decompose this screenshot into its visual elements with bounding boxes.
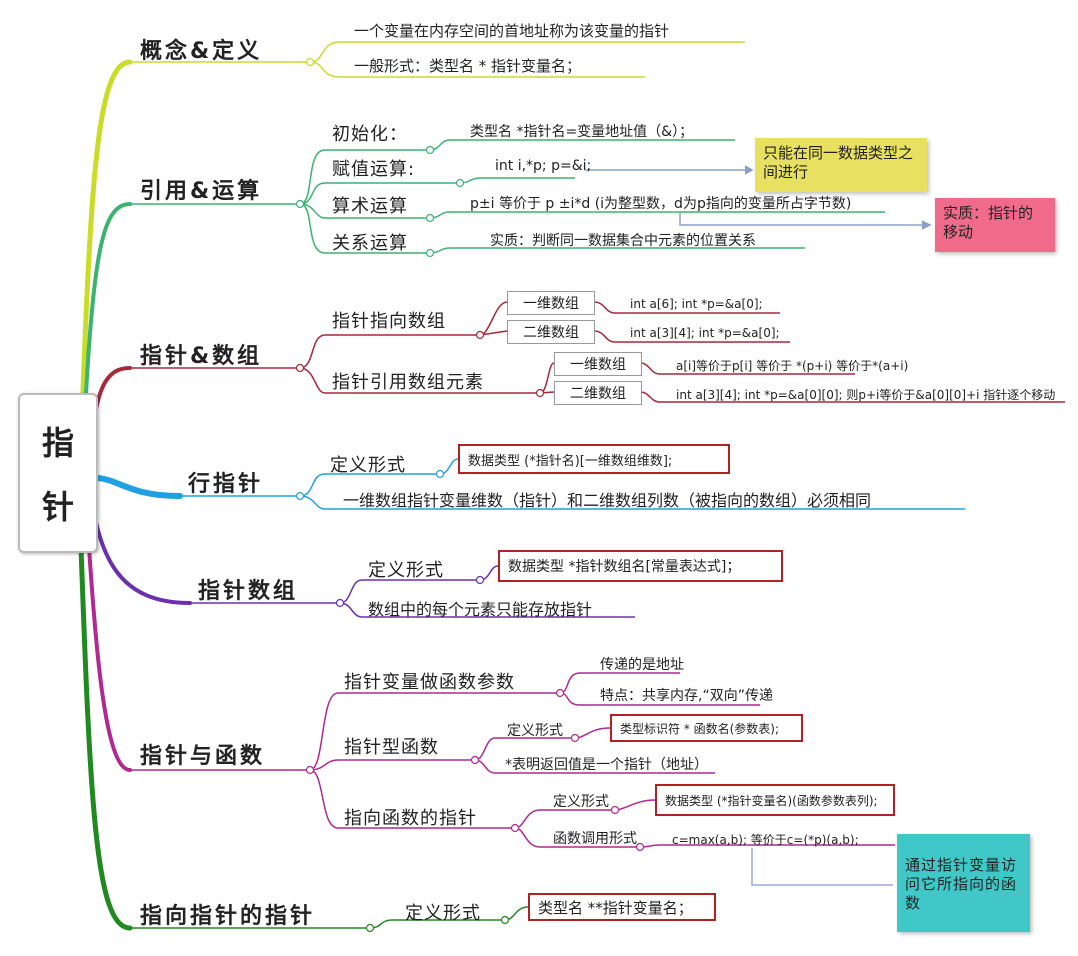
node-pointer-to-array[interactable]: 指针指向数组 [332, 311, 446, 332]
node-pointer-to-pointer[interactable]: 指向指针的指针 [140, 904, 316, 929]
note-arith[interactable]: 实质：指针的移动 [935, 198, 1055, 252]
box-ref-1d-array[interactable]: 一维数组 [554, 352, 642, 376]
row-def-value[interactable]: 数据类型 (*指针名)[一维数组维数]; [458, 444, 730, 474]
node-init[interactable]: 初始化： [332, 124, 408, 145]
concept-general-form[interactable]: 一般形式：类型名 * 指针变量名； [354, 57, 582, 75]
ptrarr-def-value[interactable]: 数据类型 *指针数组名[常量表达式]； [498, 550, 783, 582]
box-ref-2d-array[interactable]: 二维数组 [554, 381, 642, 405]
funcptr-call-value[interactable]: c=max(a,b); 等价于c=(*p)(a,b); [672, 833, 859, 847]
note-assign[interactable]: 只能在同一数据类型之间进行 [755, 138, 927, 192]
code-2d-array[interactable]: int a[3][4]; int *p=&a[0]; [630, 326, 780, 340]
ptrarr-def-label[interactable]: 定义形式 [368, 560, 444, 581]
box-1d-array[interactable]: 一维数组 [507, 291, 595, 315]
node-pointer-return-function[interactable]: 指针型函数 [344, 737, 439, 758]
retfunc-note[interactable]: *表明返回值是一个指针（地址） [505, 757, 708, 773]
root-char-2: 针 [41, 488, 74, 526]
code-1d-array[interactable]: int a[6]; int *p=&a[0]; [630, 297, 763, 311]
arith-value[interactable]: p±i 等价于 p ±i*d (i为整型数，d为p指向的变量所占字节数) [470, 196, 852, 212]
root-char-1: 指 [41, 424, 74, 462]
row-def-label[interactable]: 定义形式 [330, 455, 406, 476]
node-function-pointer[interactable]: 指向函数的指针 [344, 808, 477, 829]
node-reference-operations[interactable]: 引用&运算 [140, 179, 263, 204]
retfunc-def-value[interactable]: 类型标识符 * 函数名(参数表); [610, 714, 803, 742]
ptrarr-rule[interactable]: 数组中的每个元素只能存放指针 [368, 600, 593, 619]
node-pointer-array-type[interactable]: 指针数组 [198, 579, 299, 604]
node-assign[interactable]: 赋值运算: [332, 159, 416, 180]
assign-value[interactable]: int i,*p; p=&i; [495, 158, 592, 174]
node-pointer-param[interactable]: 指针变量做函数参数 [344, 672, 515, 693]
code-ref-1d[interactable]: a[i]等价于p[i] 等价于 *(p+i) 等价于*(a+i) [676, 359, 909, 373]
init-value[interactable]: 类型名 *指针名=变量地址值（&）； [470, 124, 694, 140]
funcptr-def-value[interactable]: 数据类型 (*指针变量名)(函数参数表列); [655, 784, 895, 816]
box-2d-array[interactable]: 二维数组 [507, 320, 595, 344]
node-pointer-ref-elements[interactable]: 指针引用数组元素 [332, 372, 484, 393]
node-pointer-function[interactable]: 指针与函数 [140, 744, 266, 769]
pp-def-value[interactable]: 类型名 **指针变量名； [528, 893, 716, 921]
node-arith[interactable]: 算术运算 [332, 196, 408, 217]
node-row-pointer[interactable]: 行指针 [188, 472, 264, 497]
node-relational[interactable]: 关系运算 [332, 233, 408, 254]
row-rule[interactable]: 一维数组指针变量维数（指针）和二维数组列数（被指向的数组）必须相同 [343, 491, 872, 510]
root-node[interactable]: 指 针 [18, 393, 98, 553]
funcptr-def-label[interactable]: 定义形式 [553, 794, 609, 810]
note-funcptr[interactable]: 通过指针变量访问它所指向的函数 [897, 834, 1030, 932]
node-concept[interactable]: 概念&定义 [140, 39, 263, 64]
relational-value[interactable]: 实质：判断同一数据集合中元素的位置关系 [490, 233, 756, 249]
concept-definition[interactable]: 一个变量在内存空间的首地址称为该变量的指针 [354, 22, 670, 40]
code-ref-2d[interactable]: int a[3][4]; int *p=&a[0][0]; 则p+i等价于&a[… [676, 388, 1056, 402]
pp-def-label[interactable]: 定义形式 [405, 903, 481, 924]
param-item-2[interactable]: 特点：共享内存,“双向”传递 [600, 688, 773, 704]
funcptr-call-label[interactable]: 函数调用形式 [553, 831, 637, 847]
retfunc-def-label[interactable]: 定义形式 [507, 723, 563, 739]
param-item-1[interactable]: 传递的是地址 [600, 657, 684, 673]
node-pointer-array[interactable]: 指针&数组 [140, 344, 263, 369]
